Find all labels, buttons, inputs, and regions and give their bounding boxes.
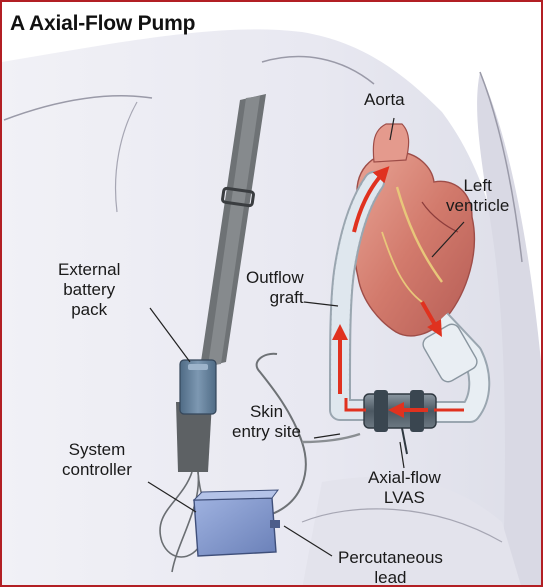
label-system-controller: System controller xyxy=(62,440,132,480)
label-outflow-graft: Outflow graft xyxy=(246,268,304,308)
label-percutaneous-lead: Percutaneous lead xyxy=(338,548,443,587)
label-aorta: Aorta xyxy=(364,90,405,110)
label-external-battery-pack: External battery pack xyxy=(58,260,120,320)
figure-title: A Axial-Flow Pump xyxy=(10,12,195,36)
label-skin-entry-site: Skin entry site xyxy=(232,402,301,442)
label-axial-flow-lvas: Axial-flow LVAS xyxy=(368,468,441,508)
label-left-ventricle: Left ventricle xyxy=(446,176,509,216)
